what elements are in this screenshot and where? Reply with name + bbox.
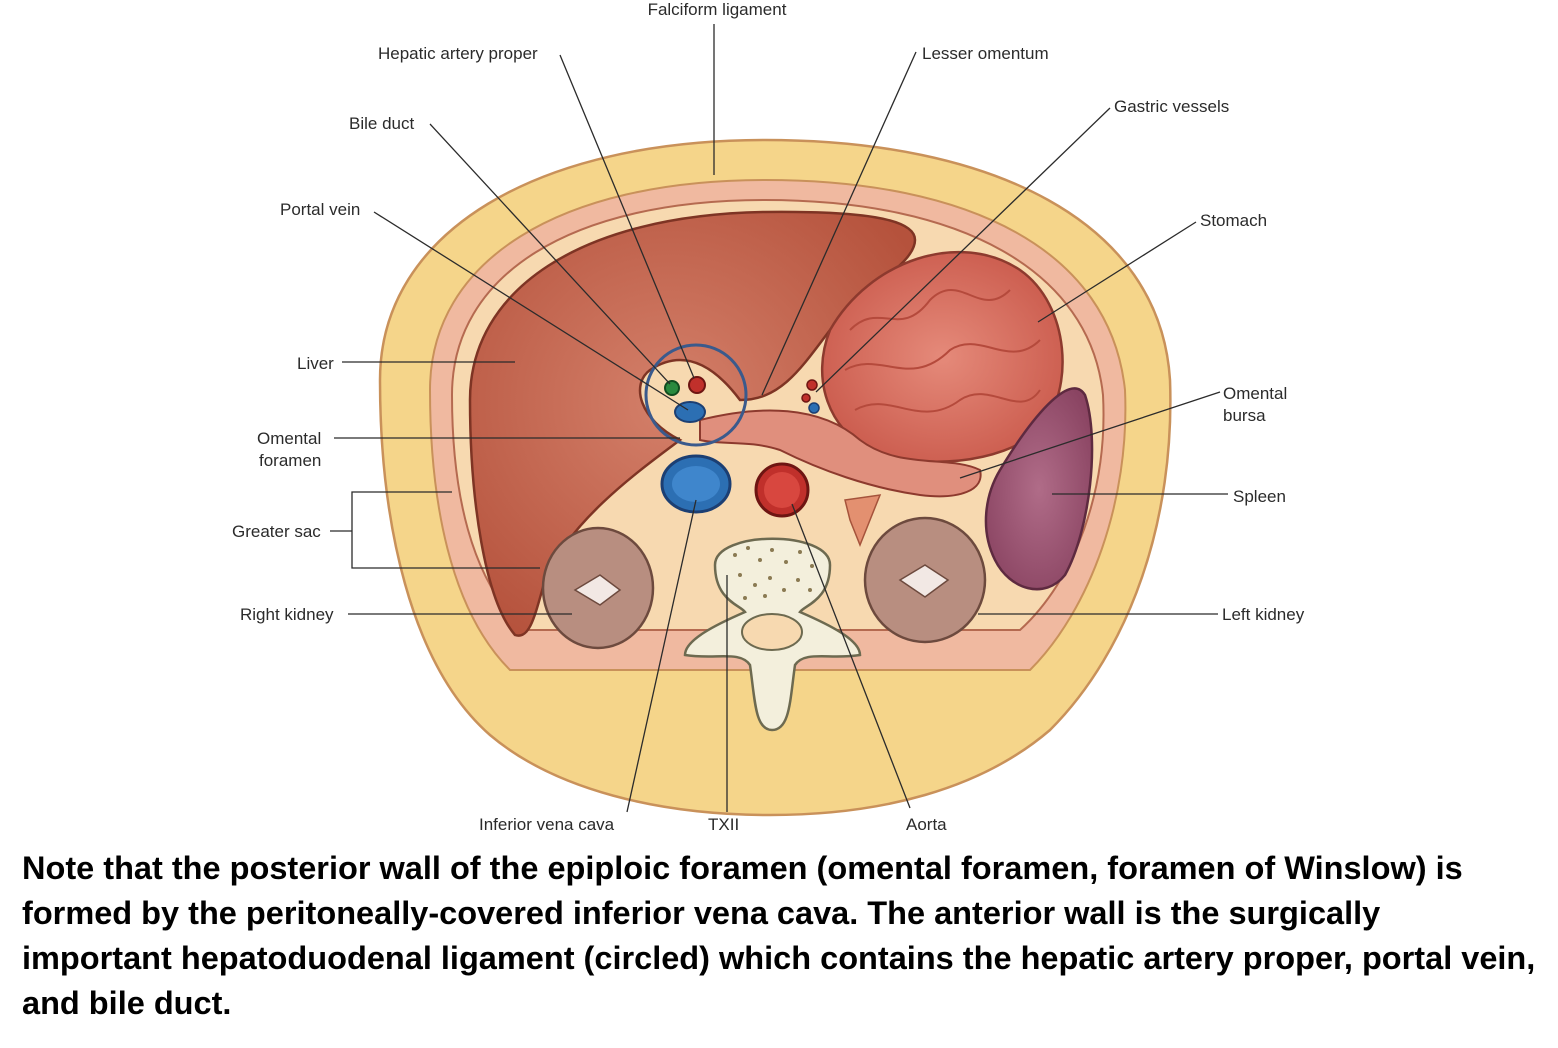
label-omental-bursa-line1: Omental: [1223, 384, 1287, 403]
label-txii: TXII: [708, 815, 739, 834]
abdomen-cross-section-diagram: Falciform ligament Hepatic artery proper…: [0, 0, 1558, 840]
label-portal-vein: Portal vein: [280, 200, 360, 219]
gastric-artery: [807, 380, 817, 390]
label-lesser-omentum: Lesser omentum: [922, 44, 1049, 63]
inferior-vena-cava-highlight: [672, 466, 720, 502]
hepatic-artery-proper: [689, 377, 705, 393]
caption-note: Note that the posterior wall of the epip…: [22, 846, 1537, 1026]
label-inferior-vena-cava: Inferior vena cava: [479, 815, 615, 834]
gastric-vein: [809, 403, 819, 413]
bile-duct: [665, 381, 679, 395]
label-right-kidney: Right kidney: [240, 605, 334, 624]
label-falciform-ligament: Falciform ligament: [648, 0, 787, 19]
label-bile-duct: Bile duct: [349, 114, 414, 133]
vertebral-canal: [742, 614, 802, 650]
label-gastric-vessels: Gastric vessels: [1114, 97, 1229, 116]
label-omental-foramen-line2: foramen: [259, 451, 321, 470]
label-aorta: Aorta: [906, 815, 947, 834]
label-hepatic-artery-proper: Hepatic artery proper: [378, 44, 538, 63]
label-spleen: Spleen: [1233, 487, 1286, 506]
label-omental-bursa-line2: bursa: [1223, 406, 1266, 425]
label-stomach: Stomach: [1200, 211, 1267, 230]
label-greater-sac: Greater sac: [232, 522, 321, 541]
label-liver: Liver: [297, 354, 334, 373]
label-omental-foramen-line1: Omental: [257, 429, 321, 448]
gastric-vein-small: [802, 394, 810, 402]
aorta-lumen: [764, 472, 800, 508]
label-left-kidney: Left kidney: [1222, 605, 1305, 624]
